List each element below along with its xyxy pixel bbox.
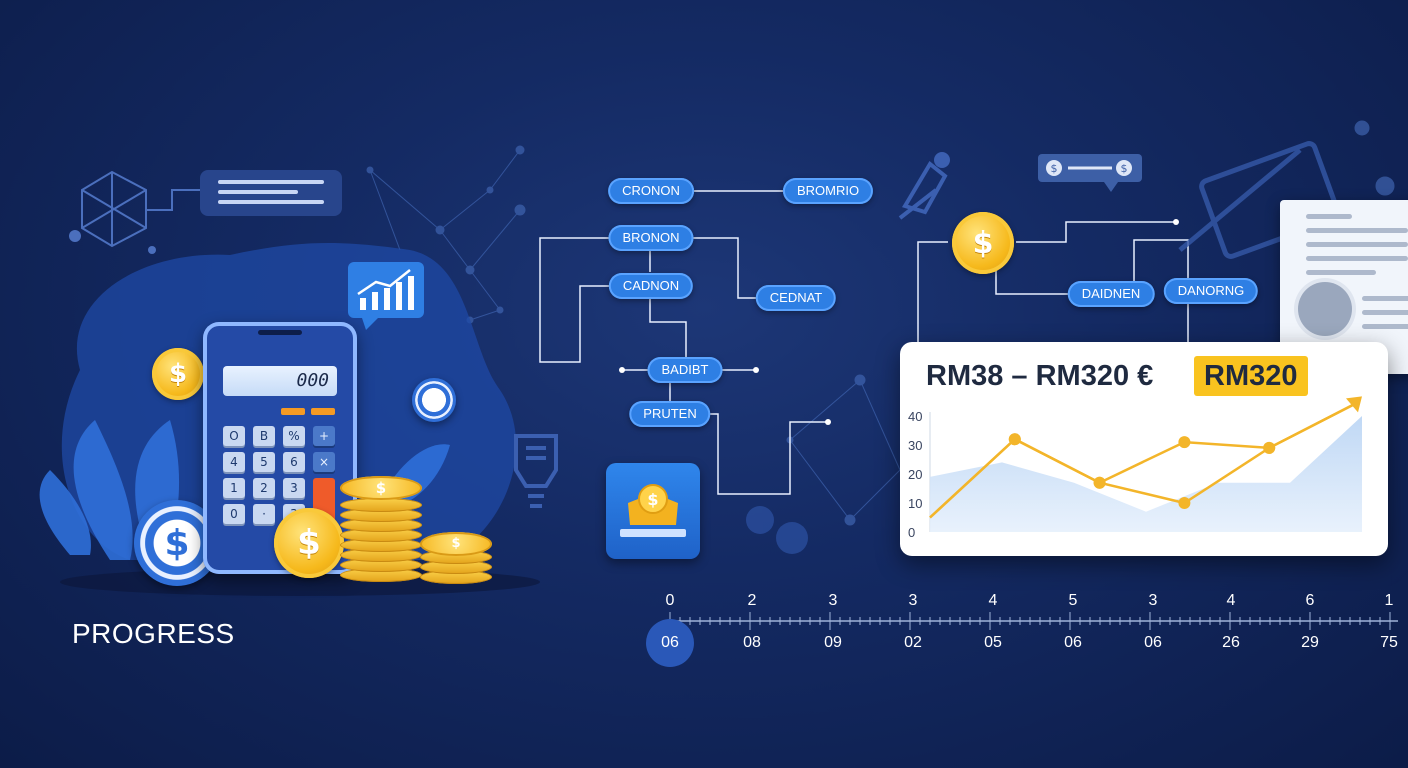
calc-key[interactable]: 5 — [253, 452, 275, 472]
area-series — [930, 416, 1362, 532]
dollar-coin-icon: $ — [152, 348, 204, 400]
calc-key[interactable]: 3 — [283, 478, 305, 498]
timeline-bottom-label[interactable]: 09 — [824, 634, 842, 651]
timeline-bottom-label[interactable]: 26 — [1222, 634, 1240, 651]
timeline-top-label: 2 — [747, 592, 757, 609]
calc-key[interactable]: B — [253, 426, 275, 446]
line-chart: 40 30 20 10 0 — [908, 396, 1362, 540]
flow-node[interactable]: BROMRIO — [782, 178, 874, 204]
data-point — [1093, 476, 1106, 489]
timeline-bottom-label[interactable]: 06 — [661, 634, 679, 651]
calculator-indicator — [311, 408, 335, 415]
calc-key[interactable]: × — [313, 452, 335, 472]
timeline-bottom-label[interactable]: 75 — [1380, 634, 1398, 651]
calc-key[interactable]: · — [253, 504, 275, 524]
dollar-icon: $ — [1051, 162, 1058, 175]
svg-text:$: $ — [647, 490, 658, 509]
data-point — [1008, 433, 1021, 446]
poker-chip-icon — [412, 378, 456, 422]
calculator-display: 000 — [223, 366, 337, 396]
timeline-top-label: 3 — [828, 592, 838, 609]
calc-key[interactable]: 6 — [283, 452, 305, 472]
coin-stack: $ — [340, 476, 422, 586]
rocket-icon — [898, 161, 948, 220]
timeline-top-label: 3 — [1148, 592, 1158, 609]
flow-node[interactable]: DANORNG — [1163, 278, 1259, 304]
timeline-bottom-label[interactable]: 06 — [1064, 634, 1082, 651]
dollar-coin-icon: $ — [952, 212, 1014, 274]
growth-chart-bubble-icon — [348, 262, 424, 330]
y-tick-label: 20 — [908, 467, 922, 482]
avatar-icon — [1298, 282, 1352, 336]
lightbulb-icon — [514, 434, 558, 508]
timeline-top-label: 4 — [988, 592, 998, 609]
coin-stack: $ — [420, 532, 492, 586]
timeline-top-label: 3 — [908, 592, 918, 609]
calculator-indicator — [281, 408, 305, 415]
dollar-coin-icon: $ — [274, 508, 344, 578]
line-series — [929, 403, 1355, 519]
svg-text:$: $ — [1121, 162, 1128, 175]
calc-key[interactable]: + — [313, 426, 335, 446]
calc-key[interactable]: 4 — [223, 452, 245, 472]
network-hex-icon — [81, 170, 200, 248]
y-tick-label: 0 — [908, 525, 915, 540]
y-tick-label: 40 — [908, 409, 922, 424]
calc-key[interactable]: 2 — [253, 478, 275, 498]
flow-node[interactable]: CADNON — [608, 273, 694, 299]
flow-node[interactable]: CRONON — [608, 178, 694, 204]
price-range-title: RM38 – RM320 € — [926, 360, 1154, 392]
y-tick-label: 30 — [908, 438, 922, 453]
flow-node[interactable]: BRONON — [608, 225, 694, 251]
price-highlight: RM320 — [1194, 356, 1308, 396]
timeline-bottom-label[interactable]: 06 — [1144, 634, 1162, 651]
flow-node[interactable]: BADIBT — [647, 357, 723, 383]
flow-node[interactable]: CEDNAT — [755, 285, 837, 311]
data-point — [1178, 497, 1191, 509]
data-point — [1178, 436, 1191, 449]
calc-key[interactable]: 1 — [223, 478, 245, 498]
message-bubble — [200, 170, 342, 216]
coin-shield-app-icon[interactable]: $ — [606, 463, 700, 559]
timeline-bottom-label[interactable]: 05 — [984, 634, 1002, 651]
calc-key[interactable]: O — [223, 426, 245, 446]
timeline-bottom-label[interactable]: 08 — [743, 634, 761, 651]
timeline-bottom-label[interactable]: 02 — [904, 634, 922, 651]
timeline-top-label: 1 — [1384, 592, 1394, 609]
progress-label: PROGRESS — [72, 618, 235, 649]
timeline-bottom-label[interactable]: 29 — [1301, 634, 1319, 651]
calculator: 000 O B % + 4 5 6 × 1 2 3 0 · 3 — [203, 322, 357, 574]
calculator-notch — [258, 330, 302, 335]
timeline-top-label: 0 — [665, 592, 675, 609]
calc-key[interactable]: % — [283, 426, 305, 446]
flow-node[interactable]: DAIDNEN — [1067, 281, 1155, 307]
data-point — [1263, 441, 1276, 454]
timeline-top-label: 4 — [1226, 592, 1236, 609]
currency-slider-bubble[interactable]: $ $ — [1038, 154, 1142, 192]
y-tick-label: 10 — [908, 496, 922, 511]
price-chart-card: RM38 – RM320 € RM320 40 30 20 10 0 — [900, 342, 1388, 556]
calc-key[interactable]: 0 — [223, 504, 245, 524]
timeline-top-label: 6 — [1305, 592, 1315, 609]
timeline-top-label: 5 — [1068, 592, 1078, 609]
flow-node[interactable]: PRUTEN — [629, 401, 711, 427]
trend-arrow-icon — [1346, 396, 1362, 413]
